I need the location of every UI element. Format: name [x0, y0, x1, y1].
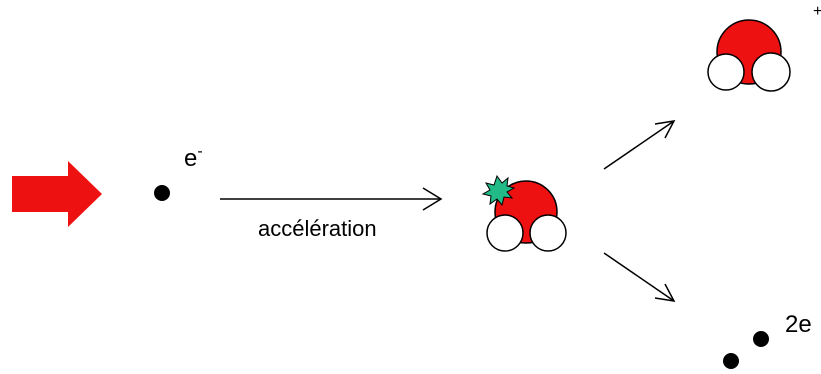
incoming-red-arrow: [12, 161, 102, 227]
hydrogen-atom: [529, 214, 567, 252]
ion-charge-label: +: [813, 3, 821, 20]
water-molecule-impact: [481, 174, 567, 252]
ionized-water-molecule: [707, 19, 791, 92]
electron-label: e-: [184, 143, 203, 172]
output-arrow-ion: [603, 120, 676, 170]
hydrogen-atom: [707, 53, 745, 91]
hydrogen-atom: [486, 214, 524, 252]
impact-star-icon: [481, 174, 516, 207]
output-arrow-electrons: [603, 252, 676, 302]
electrons-out-label: 2e: [785, 311, 812, 338]
electron-dot: [154, 185, 170, 201]
acceleration-label: accélération: [258, 216, 377, 241]
electron-dot: [723, 353, 739, 369]
electron-dot: [753, 331, 769, 347]
acceleration-arrow: [220, 187, 443, 211]
hydrogen-atom: [751, 52, 791, 92]
